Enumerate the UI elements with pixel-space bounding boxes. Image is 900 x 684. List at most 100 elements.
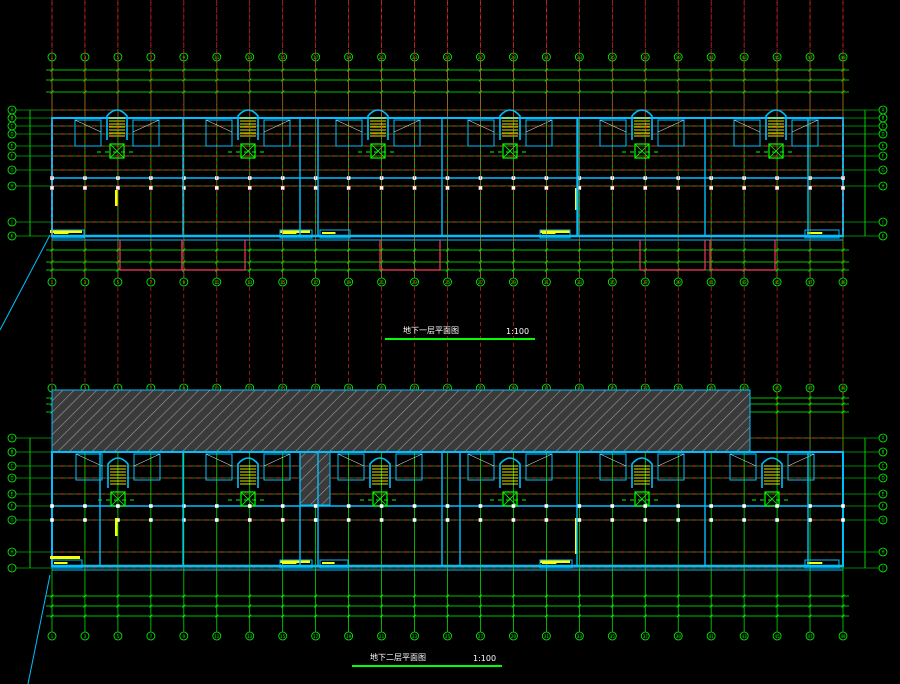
dimension-tick [709, 614, 713, 618]
dimension-tick [83, 248, 87, 252]
side-label: J [10, 566, 12, 571]
stair-enclosure [761, 457, 783, 488]
dimension-tick [709, 594, 713, 598]
column [544, 504, 549, 508]
dimension-tick [280, 594, 285, 598]
dimension-tick [445, 248, 450, 252]
dimension-tick [610, 594, 615, 598]
dimension-tick [116, 248, 120, 252]
door-swing [205, 119, 233, 133]
dimension-tick [511, 248, 516, 252]
axis-label: 47 [807, 634, 813, 639]
elevator-shaft [634, 143, 650, 159]
column [116, 186, 120, 190]
elevator-shaft [502, 491, 518, 507]
dimension-tick [841, 604, 845, 608]
opening-marker [50, 230, 82, 233]
dimension-tick [808, 604, 812, 608]
column [577, 186, 582, 190]
dimension-tick [346, 248, 351, 252]
dimension-tick [215, 594, 219, 598]
dimension-tick [775, 396, 779, 400]
dimension-tick [116, 604, 120, 608]
column [247, 518, 252, 522]
dimension-tick [247, 594, 252, 598]
stair-enclosure [107, 457, 129, 488]
column [247, 186, 252, 190]
room-outline [599, 119, 627, 147]
column [544, 518, 549, 522]
dimension-tick [478, 604, 483, 608]
dimension-tick [313, 604, 318, 608]
stair-enclosure [369, 457, 391, 488]
stair-enclosure [631, 457, 653, 488]
opening [279, 559, 313, 569]
dimension-tick [742, 248, 746, 252]
door-swing [467, 119, 495, 133]
dimension-tick [116, 594, 120, 598]
dimension-tick [412, 248, 417, 252]
axis-label: 23 [412, 634, 418, 639]
column [742, 186, 746, 190]
leader-line [27, 574, 51, 684]
door-swing [733, 119, 761, 133]
axis-label: 9 [183, 634, 186, 639]
dimension-tick [742, 594, 746, 598]
side-label: J [10, 220, 12, 225]
room-outline [393, 119, 421, 147]
column [50, 504, 54, 508]
elevator-cross [370, 143, 386, 159]
opening [804, 229, 840, 239]
column [511, 186, 516, 190]
dimension-tick [478, 248, 483, 252]
side-label: H [881, 550, 884, 555]
axis-label: 25 [445, 634, 451, 639]
dimension-tick [346, 594, 351, 598]
column [610, 186, 615, 190]
dimension-tick [643, 594, 648, 598]
side-label: A [11, 436, 14, 441]
opening-marker [280, 230, 310, 233]
side-label: B [11, 116, 14, 121]
column [775, 504, 779, 508]
column [346, 518, 351, 522]
column [214, 518, 219, 522]
axis-label: 49 [840, 634, 846, 639]
side-label: C [11, 464, 14, 469]
room-outline [525, 453, 553, 481]
column [709, 518, 713, 522]
side-label: D [10, 132, 13, 137]
dimension-tick [742, 604, 746, 608]
axis-label: 43 [742, 634, 748, 639]
door-swing [263, 453, 291, 467]
column [775, 186, 779, 190]
dimension-tick [577, 614, 582, 618]
column [841, 518, 845, 522]
side-label: J [881, 566, 883, 571]
elevator-cross [240, 491, 256, 507]
dimension-tick [379, 604, 384, 608]
dimension-tick [643, 248, 648, 252]
column [280, 518, 285, 522]
room-outline [787, 453, 815, 481]
dimension-tick [247, 248, 252, 252]
axis-label: 35 [610, 634, 616, 639]
room-outline [657, 119, 685, 147]
dimension-tick [544, 248, 549, 252]
opening-strip [282, 232, 297, 234]
column [313, 504, 318, 508]
plan-basement-2: 1133557799111113131515171719192121232325… [7, 0, 888, 641]
dimension-tick [346, 604, 351, 608]
elevator-cross [502, 143, 518, 159]
side-label: G [10, 518, 13, 523]
dimension-tick [313, 248, 318, 252]
room-outline [791, 119, 819, 147]
axis-label: 17 [313, 634, 319, 639]
dimension-tick [610, 614, 615, 618]
elevator-cross [240, 143, 256, 159]
dimension-tick [83, 594, 87, 598]
column [610, 504, 615, 508]
dimension-tick [412, 614, 417, 618]
elevator-cross [764, 491, 780, 507]
opening-strip [54, 232, 69, 234]
